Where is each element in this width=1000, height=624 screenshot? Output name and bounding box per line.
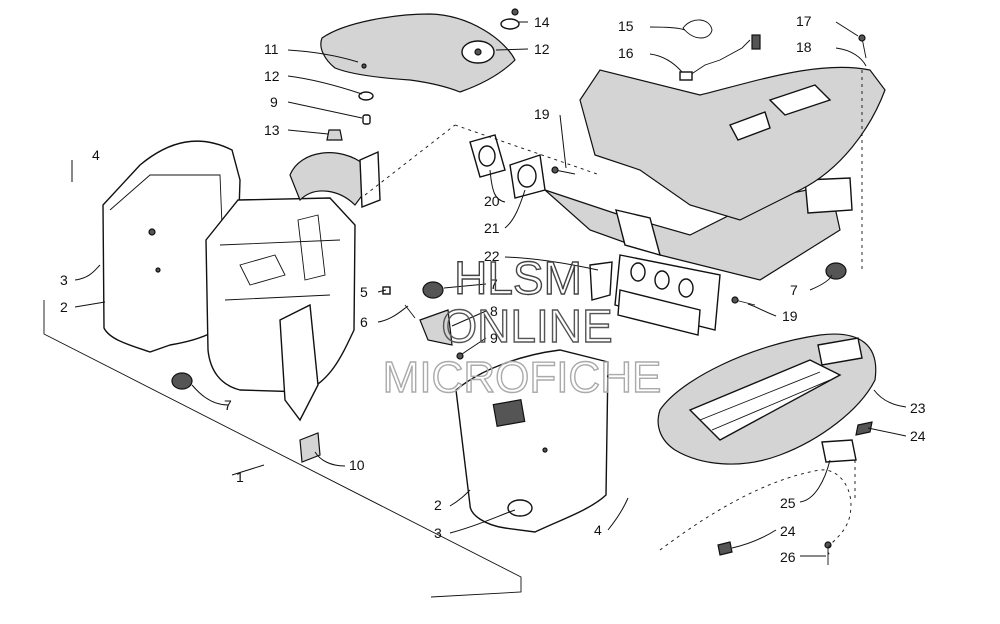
watermark-line-1: HLSM (454, 252, 582, 304)
callout-19-right: 19 (782, 308, 798, 324)
callout-3-lower: 3 (434, 525, 442, 541)
watermark-line-3: MICROFICHE (383, 353, 662, 402)
callout-24-right: 24 (910, 428, 926, 444)
lower-shield-panel (455, 349, 609, 533)
leader-lines (71, 21, 907, 557)
callout-12-upper-left: 12 (264, 68, 280, 84)
clips (717, 421, 873, 565)
callout-25: 25 (780, 495, 796, 511)
callout-1: 1 (236, 469, 244, 485)
muffler-inlet-pipe (289, 150, 381, 209)
callout-10: 10 (349, 457, 365, 473)
callout-3-left: 3 (60, 272, 68, 288)
callout-7-left: 7 (224, 397, 232, 413)
callout-2-left: 2 (60, 299, 68, 315)
callout-20: 20 (484, 193, 500, 209)
sensor-assembly (679, 19, 867, 81)
callout-4-lower: 4 (594, 522, 602, 538)
callout-24-lower: 24 (780, 523, 796, 539)
gaskets (469, 134, 613, 301)
callout-18: 18 (796, 39, 812, 55)
callout-9-top: 9 (270, 94, 278, 110)
muffler-box (205, 197, 356, 393)
callout-2-lower: 2 (434, 497, 442, 513)
exhaust-heat-shield (579, 66, 886, 221)
callout-23: 23 (910, 400, 926, 416)
center-bracket (382, 286, 464, 360)
watermark-line-2: ONLINE (441, 300, 612, 352)
callout-7-center: 7 (490, 276, 498, 292)
callout-labels: 4 3 2 7 1 10 11 12 9 13 14 12 15 16 17 1… (60, 13, 926, 565)
callout-16: 16 (618, 45, 634, 61)
watermark: HLSM ONLINE MICROFICHE (382, 251, 662, 402)
callout-11: 11 (264, 41, 279, 57)
callout-9-center: 9 (490, 330, 498, 346)
callout-19-top: 19 (534, 106, 550, 122)
left-shield-panel (102, 140, 241, 353)
exhaust-header (544, 177, 853, 336)
belly-pan (657, 333, 877, 465)
callout-4-left: 4 (92, 147, 100, 163)
callout-13: 13 (264, 122, 280, 138)
callout-17: 17 (796, 13, 812, 29)
callout-12-top: 12 (534, 41, 550, 57)
callout-22: 22 (484, 248, 500, 264)
callout-21: 21 (484, 220, 500, 236)
bolts-19 (551, 166, 756, 306)
assembly-bracket (43, 300, 522, 598)
upper-hardware (326, 8, 520, 141)
heat-shield-upper (320, 13, 516, 93)
callout-6: 6 (360, 314, 368, 330)
muffler-bracket (279, 303, 321, 463)
dashed-routing (364, 70, 863, 556)
callout-15: 15 (618, 18, 634, 34)
callout-14: 14 (534, 14, 550, 30)
grommets (171, 262, 847, 390)
callout-8: 8 (490, 303, 498, 319)
callout-7-right: 7 (790, 282, 798, 298)
callout-5: 5 (360, 284, 368, 300)
callout-26: 26 (780, 549, 796, 565)
